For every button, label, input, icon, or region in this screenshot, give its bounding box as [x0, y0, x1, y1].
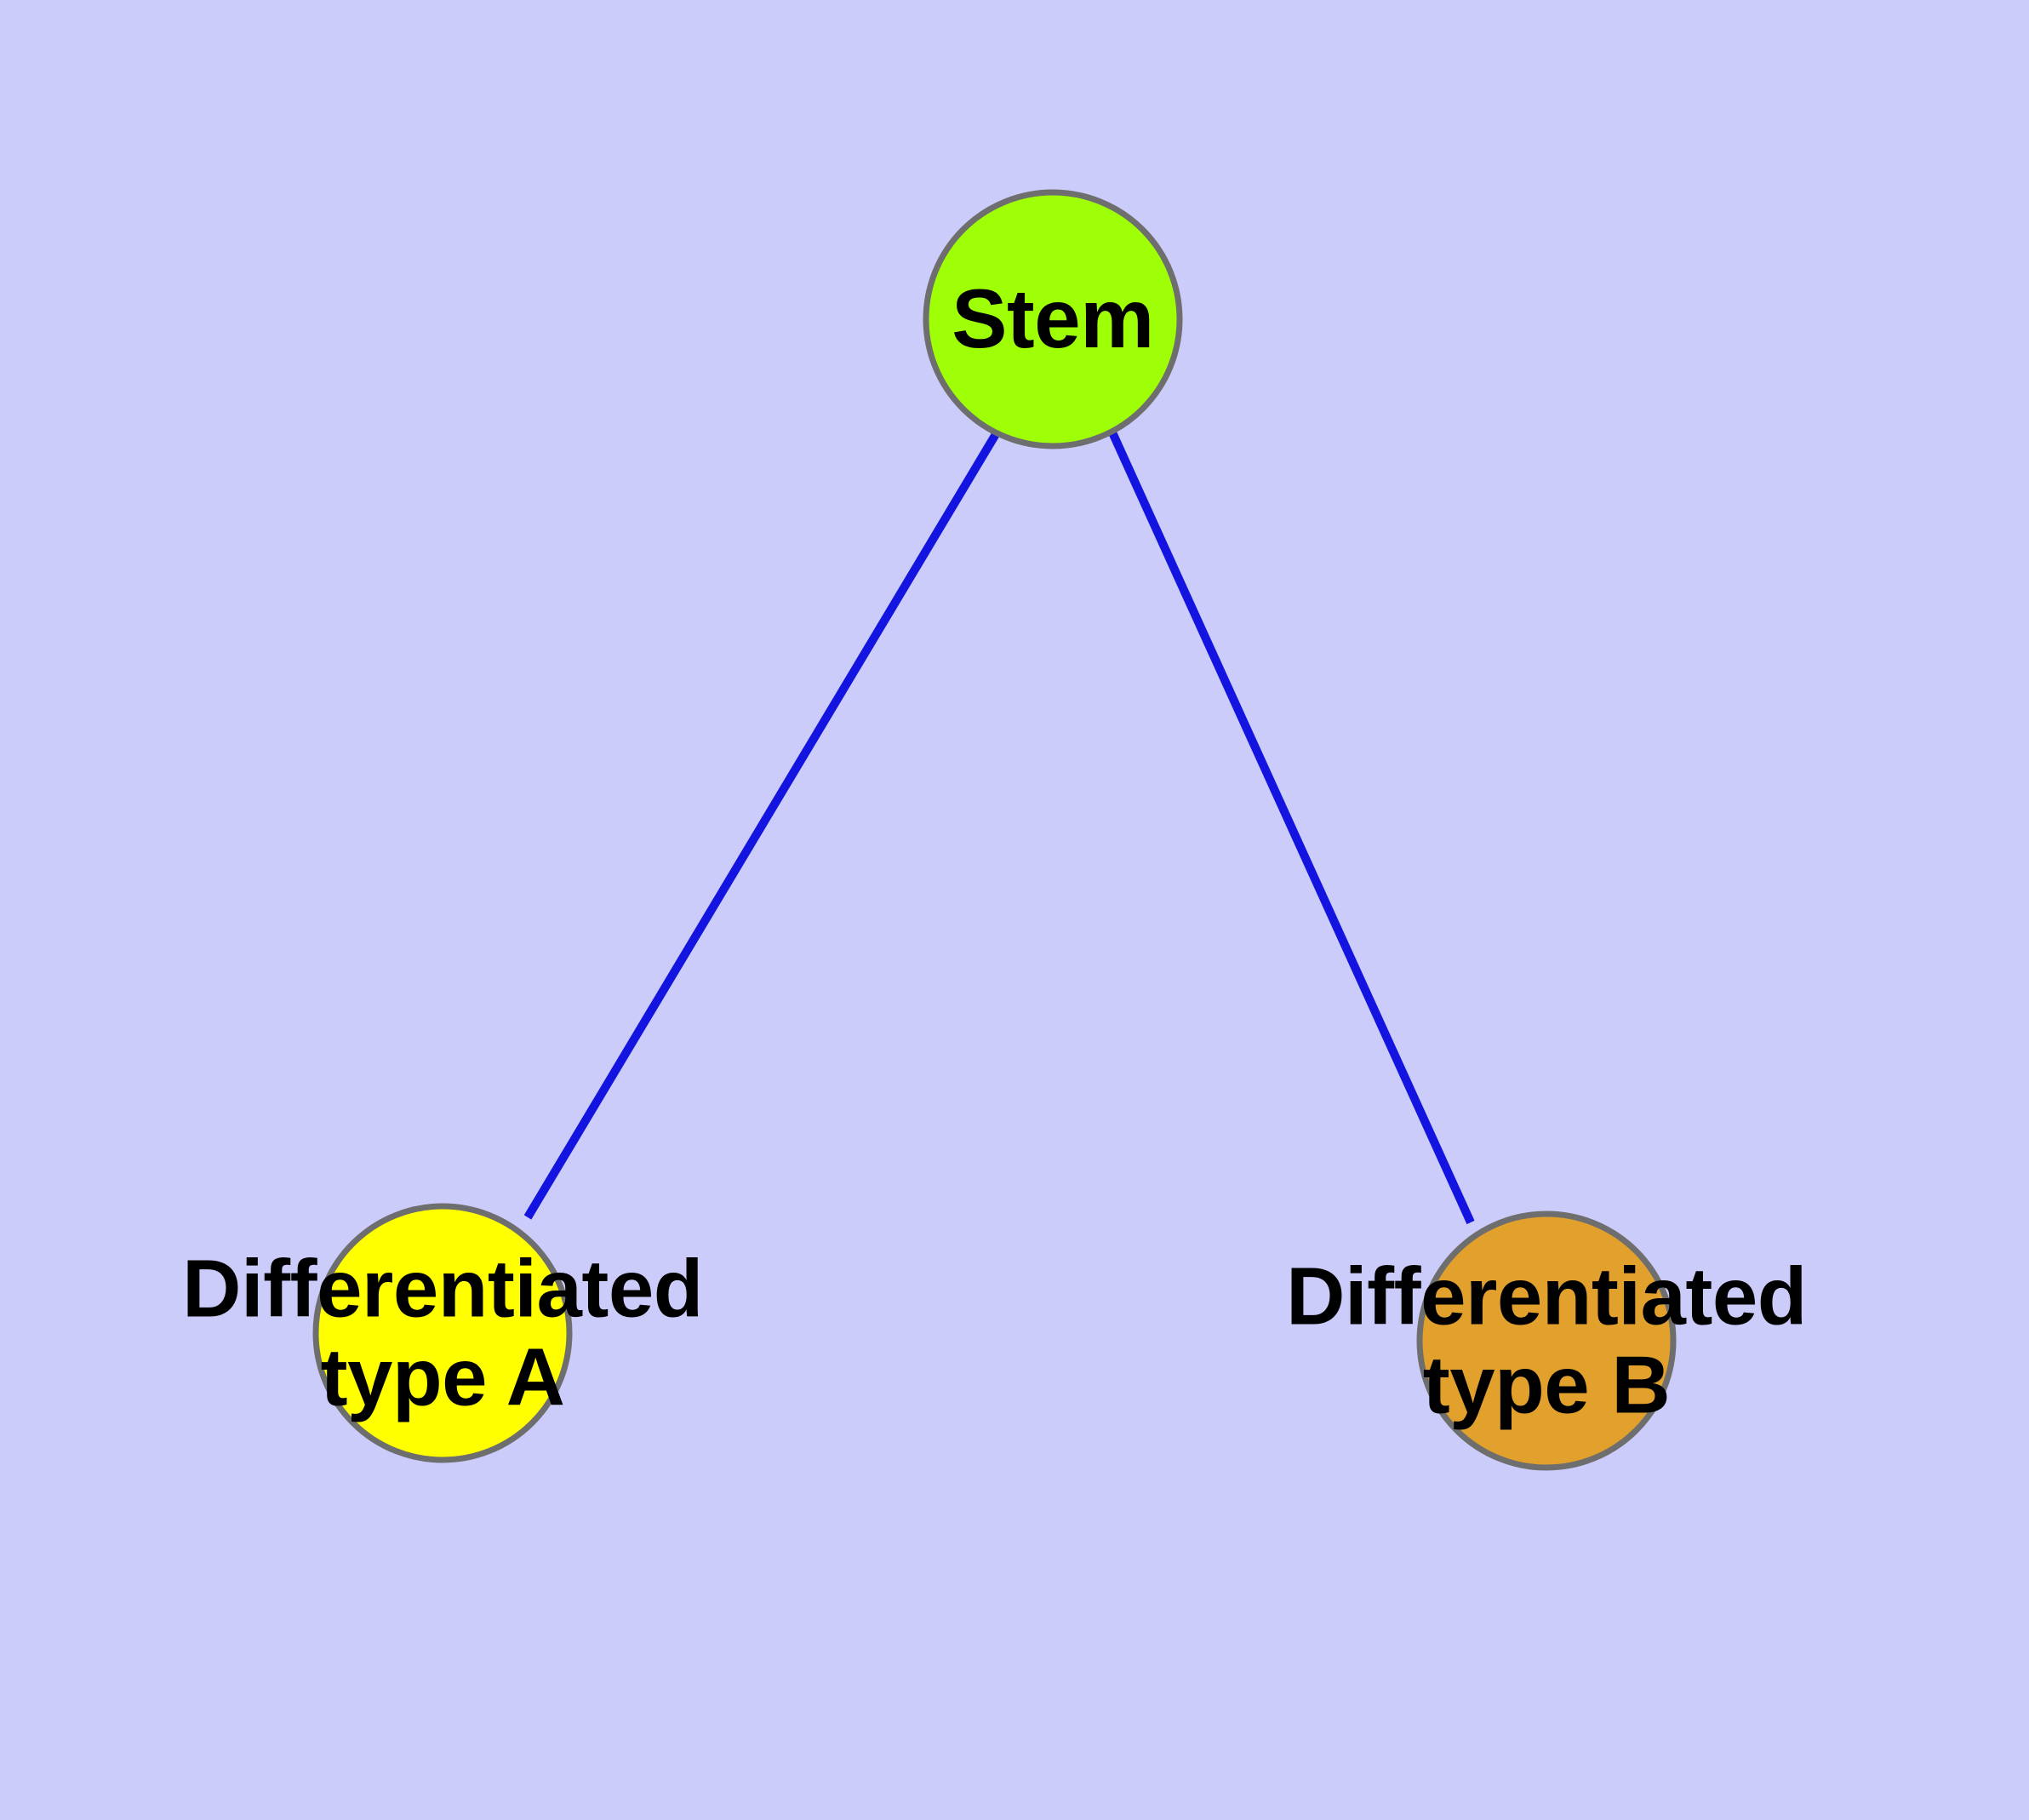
edge-layer — [523, 430, 1475, 1225]
graph-edge-stem-diff_a[interactable] — [523, 432, 1000, 1220]
graph-node-diff_b[interactable] — [1416, 1210, 1677, 1471]
graph-node-stem[interactable] — [923, 189, 1183, 449]
graph-node-diff_a[interactable] — [312, 1203, 573, 1463]
graph-edge-stem-diff_b[interactable] — [1108, 430, 1475, 1225]
node-layer — [312, 189, 1677, 1471]
